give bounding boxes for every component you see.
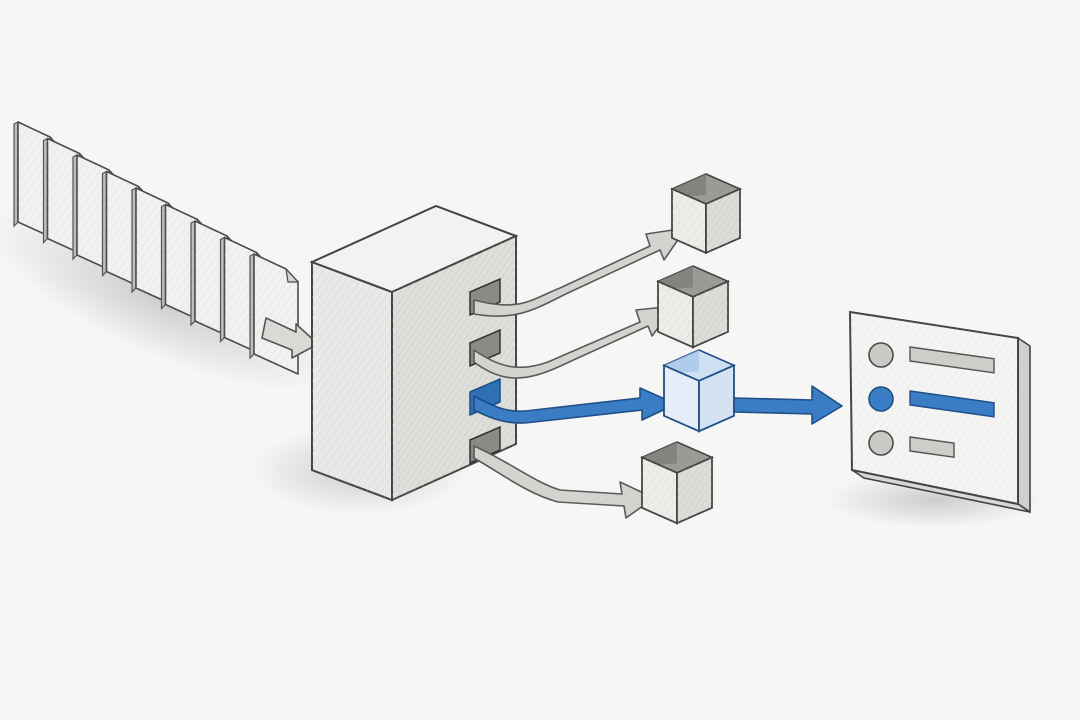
result-row-selected <box>868 386 995 418</box>
radio-dot-icon <box>868 430 894 456</box>
result-row <box>868 342 995 374</box>
result-arrow <box>733 385 843 425</box>
open-box-icon-highlighted <box>662 349 736 433</box>
input-arrow <box>261 317 319 359</box>
open-box-icon <box>640 441 714 525</box>
arrow-to-cube-1 <box>473 227 687 317</box>
document-stack <box>13 121 299 375</box>
radio-dot-icon <box>868 342 894 368</box>
text-line-placeholder <box>909 436 955 458</box>
arrow-to-cube-4 <box>473 445 655 519</box>
document-icon <box>249 253 299 375</box>
result-row <box>868 430 955 458</box>
text-line-placeholder <box>909 390 995 418</box>
output-cubes <box>640 173 742 525</box>
result-panel <box>848 310 1031 514</box>
radio-dot-icon <box>868 386 894 412</box>
open-box-icon <box>656 265 730 349</box>
text-line-placeholder <box>909 346 995 374</box>
open-box-icon <box>670 173 742 255</box>
result-panel-rows <box>868 342 995 458</box>
